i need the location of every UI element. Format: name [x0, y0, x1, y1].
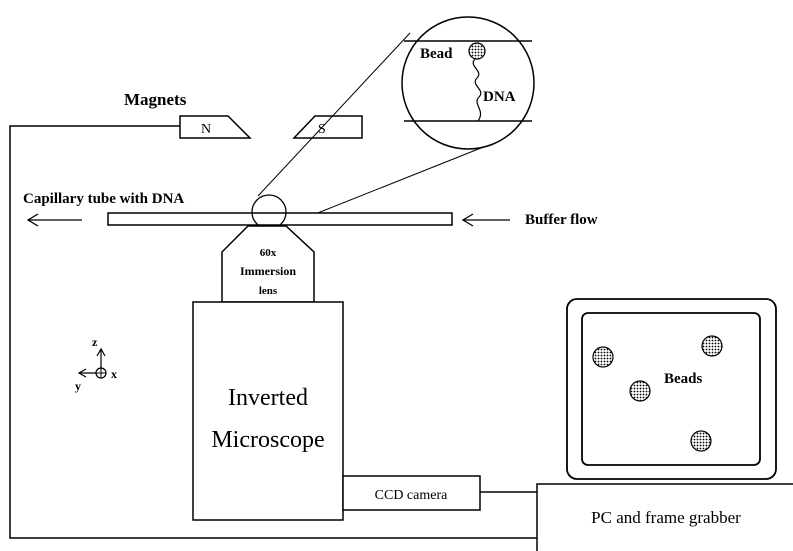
screen-bead: [629, 380, 651, 402]
screen-bead: [592, 346, 614, 368]
monitor-screen: [581, 312, 761, 466]
buffer-flow-label: Buffer flow: [525, 212, 598, 228]
pc-label: PC and frame grabber: [591, 508, 741, 527]
capillary-tube: [107, 212, 453, 226]
zoom-line-upper: [257, 32, 411, 197]
microscope-label-1: Inverted: [228, 385, 308, 411]
axis-z-label: z: [92, 335, 98, 349]
microscope-label-2: Microscope: [211, 427, 324, 453]
lens-magnification: 60x: [260, 247, 277, 259]
ccd-camera-label: CCD camera: [375, 488, 448, 503]
magnet-s-label: S: [318, 122, 326, 137]
screen-bead: [701, 335, 723, 357]
screen-bead: [690, 430, 712, 452]
bead-label: Bead: [420, 46, 453, 62]
lens-label-1: Immersion: [240, 264, 296, 278]
capillary-label: Capillary tube with DNA: [23, 191, 184, 207]
magnet-s: [292, 115, 363, 139]
dna-bead-inset: Bead DNA: [401, 16, 535, 150]
inset-bead: [468, 42, 486, 60]
dna-strand: [472, 58, 482, 122]
pc-box: [536, 483, 793, 551]
axes-indicator: z y x: [75, 335, 117, 393]
dna-label: DNA: [483, 89, 516, 105]
ccd-camera: [342, 475, 481, 511]
magnet-n-label: N: [201, 122, 211, 137]
zoom-line-lower: [284, 141, 497, 227]
magnet-control-wire: [9, 125, 537, 539]
lens-label-2: lens: [259, 285, 278, 297]
microscope-body: [192, 301, 344, 521]
beads-label: Beads: [664, 371, 703, 387]
magnets-label: Magnets: [124, 90, 187, 109]
axis-x-label: x: [111, 367, 117, 381]
magnet-n: [179, 115, 252, 139]
buffer-flow-arrow: [461, 213, 510, 227]
axis-y-label: y: [75, 379, 81, 393]
outflow-arrow: [26, 213, 82, 227]
monitor: Beads: [566, 298, 777, 480]
